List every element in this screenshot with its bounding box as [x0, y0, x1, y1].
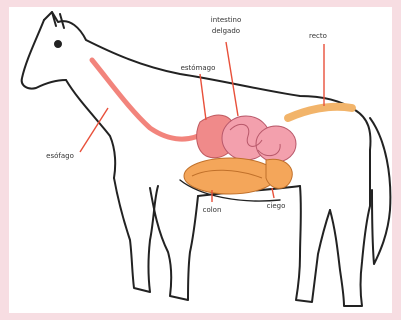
cecum-shape [266, 159, 292, 188]
small-intestine-shape [222, 116, 296, 162]
rectum-shape [288, 107, 352, 118]
colon-shape [184, 158, 276, 194]
label-intestino-line2: delgado [212, 27, 240, 35]
label-ciego: ciego [267, 202, 286, 210]
label-esofago: esófago [46, 152, 74, 160]
label-intestino-line1: intestino [211, 16, 242, 24]
label-colon: colon [203, 206, 222, 214]
label-estomago: estómago [181, 64, 216, 72]
horse-outline [22, 12, 391, 306]
label-recto: recto [309, 32, 327, 40]
